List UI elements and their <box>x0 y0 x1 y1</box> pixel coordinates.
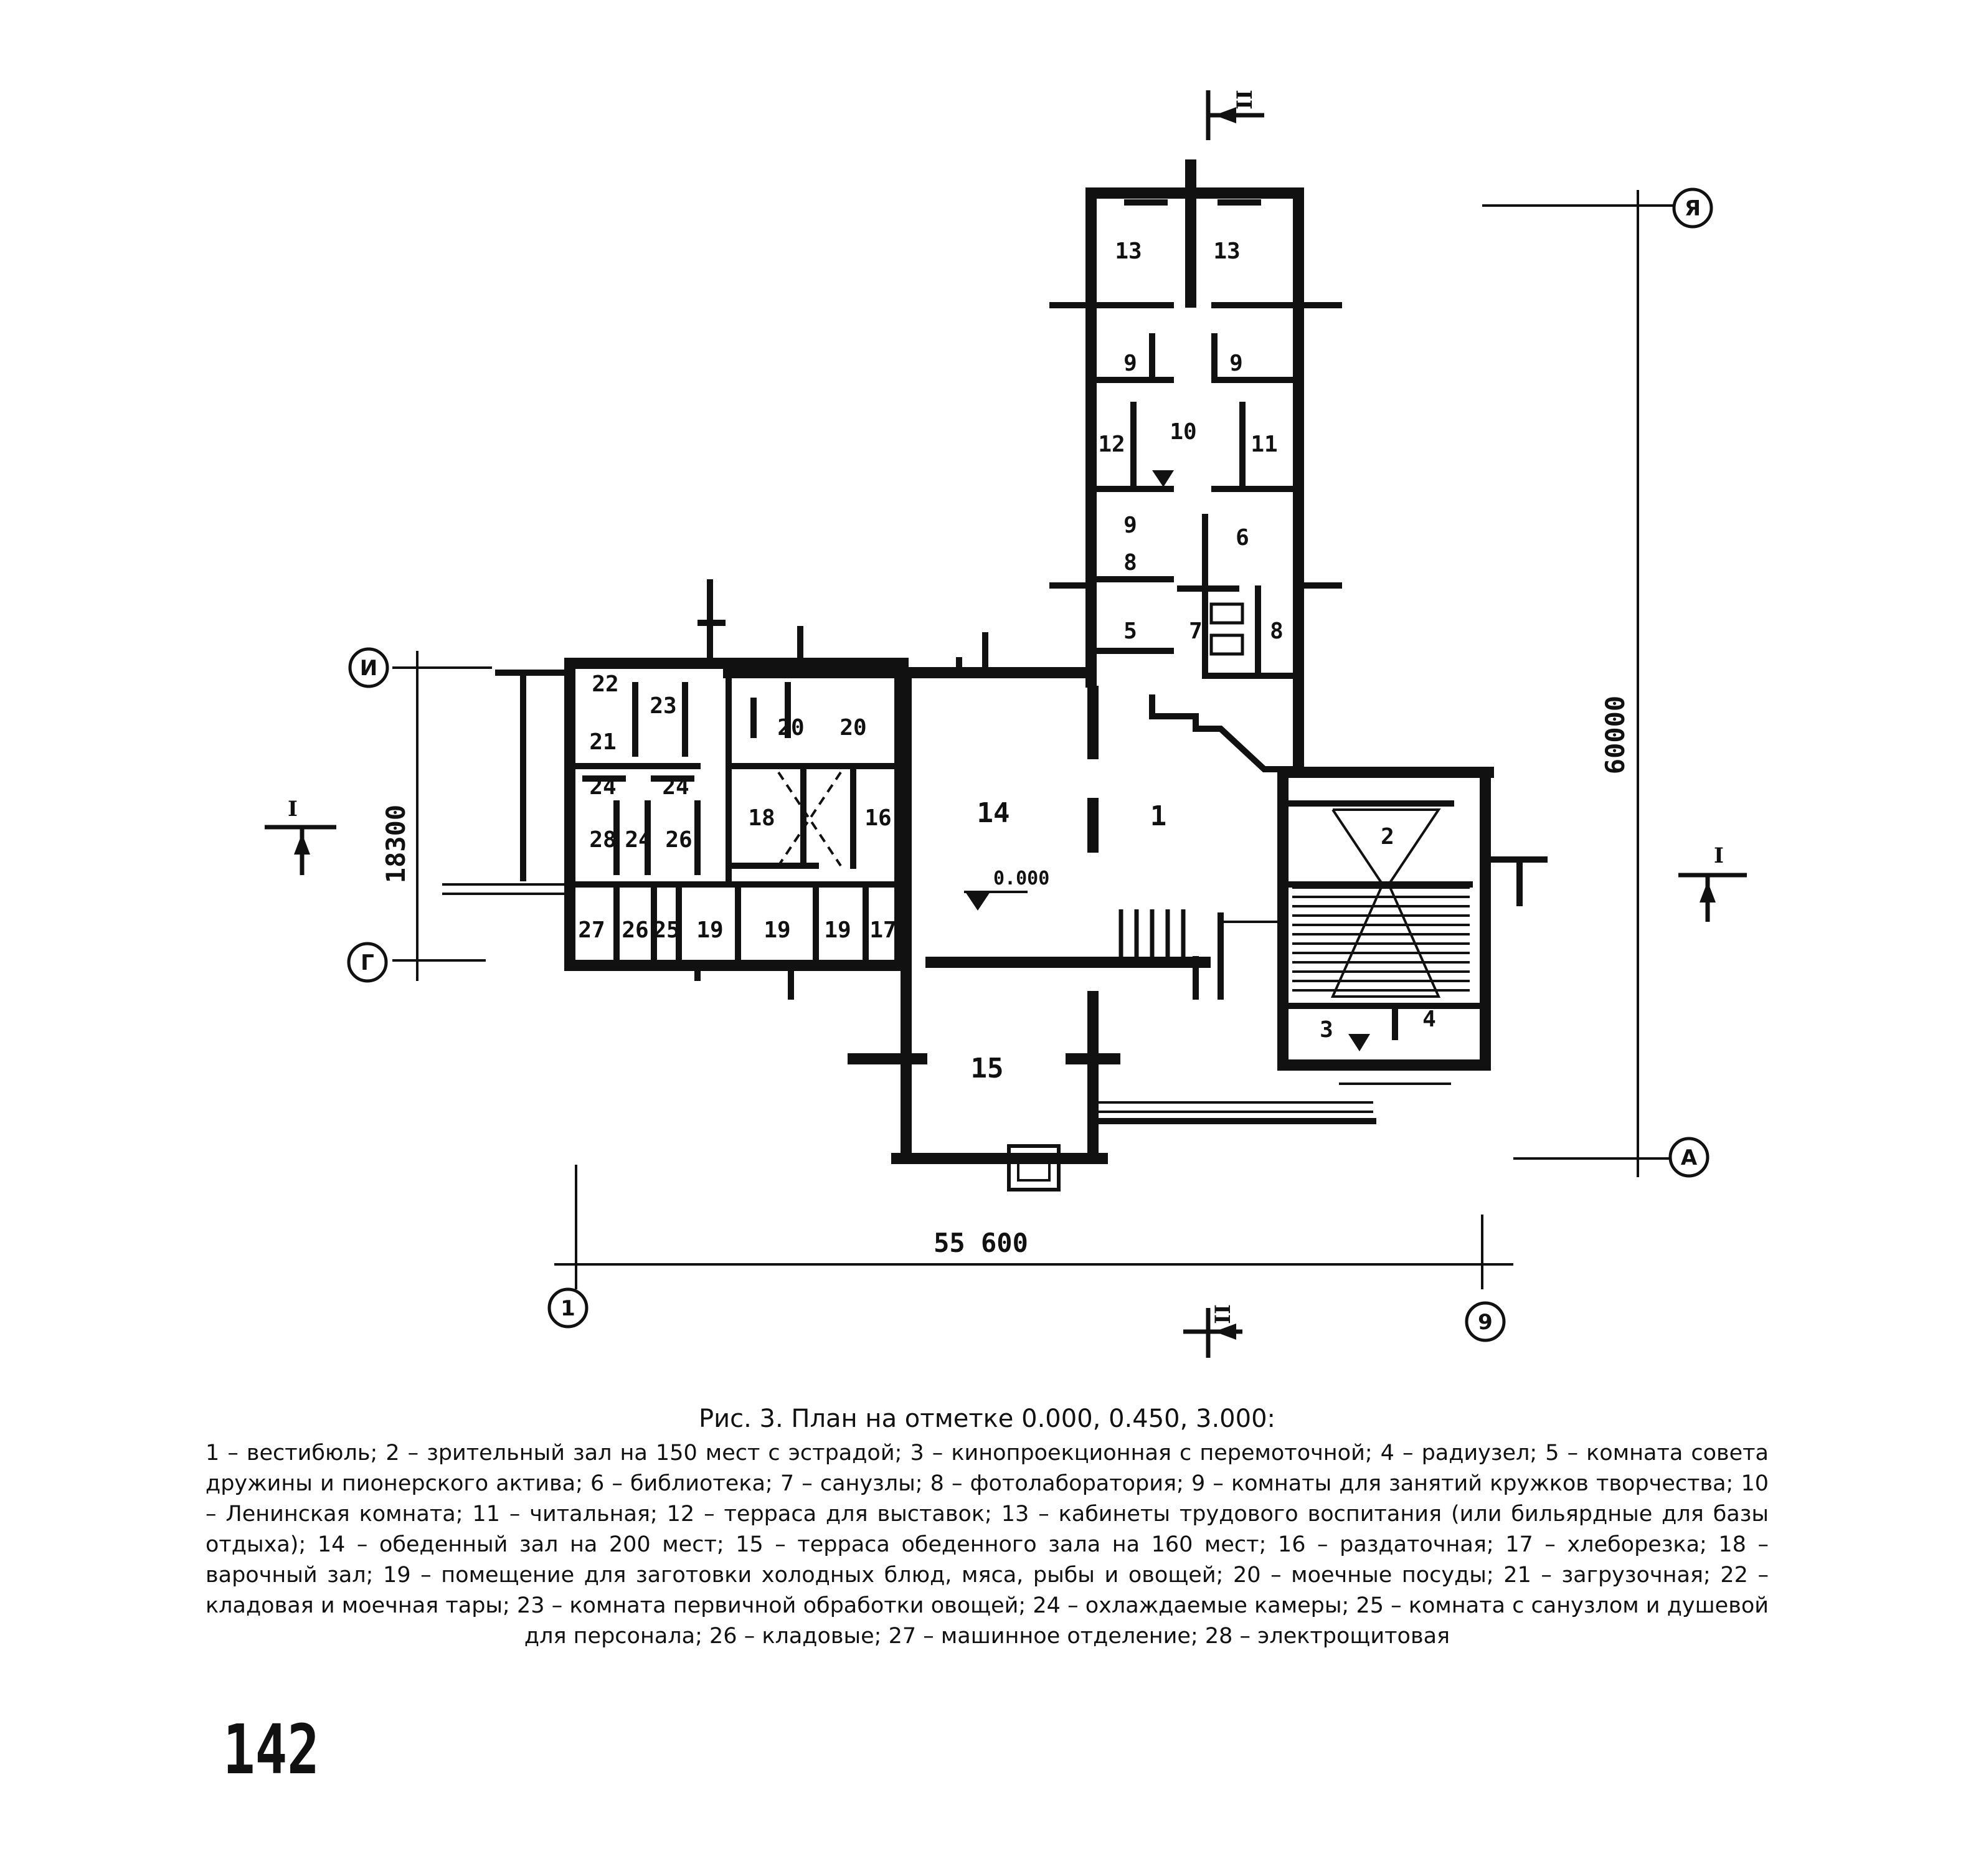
room-labels: 13 13 9 9 10 12 11 9 8 6 5 7 8 1 2 3 4 1… <box>578 239 1436 1084</box>
room-label-16: 16 <box>864 805 891 831</box>
svg-text:1: 1 <box>560 1296 575 1321</box>
svg-text:И: И <box>360 656 377 681</box>
room-label-24c: 24 <box>625 827 651 853</box>
room-label-4: 4 <box>1422 1007 1436 1032</box>
room-label-24b: 24 <box>662 774 689 800</box>
room-label-20b: 20 <box>839 715 866 741</box>
axis-bubble-g: Г <box>347 942 388 983</box>
svg-text:Г: Г <box>361 950 374 975</box>
dimension-width: 55 600 <box>934 1228 1028 1258</box>
room-label-3: 3 <box>1320 1017 1333 1043</box>
svg-text:Я: Я <box>1685 196 1701 221</box>
room-label-8b: 8 <box>1270 618 1284 644</box>
room-label-2: 2 <box>1381 824 1394 850</box>
dimension-wing: 18300 <box>381 805 411 883</box>
page-number: 142 <box>223 1710 319 1789</box>
section-mark-right: I <box>1678 843 1747 922</box>
room-label-9b: 9 <box>1229 351 1243 376</box>
room-label-9a: 9 <box>1123 351 1137 376</box>
svg-text:I: I <box>288 797 298 822</box>
figure-caption: Рис. 3. План на отметке 0.000, 0.450, 3.… <box>206 1405 1769 1652</box>
section-mark-bottom: II <box>1183 1304 1242 1358</box>
caption-legend: 1 – вестибюль; 2 – зрительный зал на 150… <box>206 1441 1769 1649</box>
room-label-5: 5 <box>1123 618 1137 644</box>
svg-text:I: I <box>1714 843 1724 868</box>
section-mark-top: II <box>1206 90 1264 140</box>
room-label-25: 25 <box>653 917 679 943</box>
room-label-13a: 13 <box>1115 239 1142 264</box>
room-label-21: 21 <box>589 729 616 755</box>
room-label-10: 10 <box>1170 419 1196 445</box>
room-label-28: 28 <box>589 827 616 853</box>
room-label-22: 22 <box>592 671 618 697</box>
room-label-1: 1 <box>1150 800 1167 832</box>
axis-bubble-i: И <box>348 647 389 688</box>
room-label-26b: 26 <box>622 917 648 943</box>
dimension-lines <box>392 190 1681 1289</box>
room-label-17: 17 <box>869 917 896 943</box>
svg-text:А: А <box>1681 1145 1698 1170</box>
room-label-18: 18 <box>748 805 775 831</box>
room-label-11: 11 <box>1251 432 1277 457</box>
room-label-23: 23 <box>650 693 676 719</box>
axis-bubble-a: А <box>1668 1137 1709 1178</box>
room-label-12: 12 <box>1098 432 1125 457</box>
room-label-19c: 19 <box>824 917 851 943</box>
room-label-19a: 19 <box>696 917 723 943</box>
axis-bubble-9: 9 <box>1465 1301 1506 1342</box>
room-label-13b: 13 <box>1213 239 1240 264</box>
level-mark: 0.000 <box>993 868 1049 889</box>
caption-title: Рис. 3. План на отметке 0.000, 0.450, 3.… <box>698 1405 1276 1433</box>
section-mark-left: I <box>265 797 336 875</box>
room-label-14: 14 <box>977 797 1010 829</box>
room-label-27: 27 <box>578 917 605 943</box>
dimension-height: 60000 <box>1600 696 1630 774</box>
room-label-9c: 9 <box>1123 513 1137 538</box>
room-label-7: 7 <box>1189 618 1203 644</box>
room-label-8: 8 <box>1123 550 1137 576</box>
svg-text:9: 9 <box>1478 1310 1493 1335</box>
axis-bubble-ya: Я <box>1672 187 1713 229</box>
room-label-19b: 19 <box>764 917 790 943</box>
fixtures <box>777 470 1470 1191</box>
room-label-15: 15 <box>971 1053 1004 1084</box>
walls <box>442 159 1548 1164</box>
axis-bubble-1: 1 <box>547 1287 589 1329</box>
floor-plan: Я И Г А 1 9 55 600 60000 18300 II II <box>265 90 1747 1358</box>
room-label-26a: 26 <box>665 827 692 853</box>
svg-text:II: II <box>1211 1304 1236 1324</box>
room-label-6: 6 <box>1236 525 1249 551</box>
svg-text:II: II <box>1232 90 1257 110</box>
room-label-20a: 20 <box>777 715 804 741</box>
room-label-24a: 24 <box>589 774 616 800</box>
